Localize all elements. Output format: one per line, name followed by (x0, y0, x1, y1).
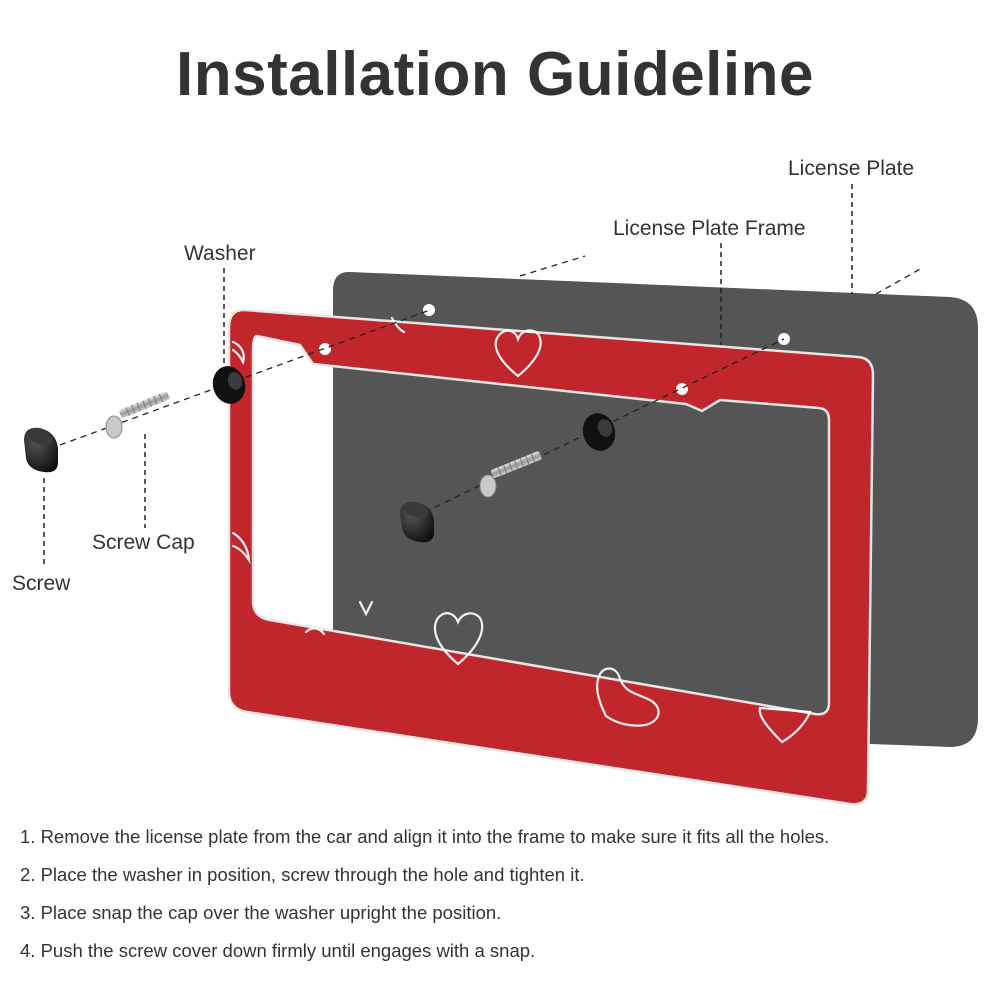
frame-hole-left (319, 343, 331, 355)
guide-line-right-extension (875, 267, 923, 295)
step-2: 2. Place the washer in position, screw t… (20, 864, 585, 885)
washer-left (212, 366, 246, 404)
heart-pattern (390, 316, 406, 334)
label-license-plate: License Plate (788, 157, 914, 180)
label-washer: Washer (184, 242, 256, 265)
frame-hole-right (676, 383, 688, 395)
page-title: Installation Guideline (176, 40, 814, 109)
screw-left (105, 391, 170, 439)
right-hardware-set (400, 413, 616, 543)
step-4: 4. Push the screw cover down firmly unti… (20, 940, 536, 961)
heart-pattern (433, 612, 484, 666)
screw-cover-right (400, 501, 434, 543)
label-license-plate-frame: License Plate Frame (613, 217, 806, 240)
washer-right (582, 413, 616, 451)
heart-pattern (596, 667, 660, 727)
heart-pattern (494, 329, 542, 378)
left-hardware-set (24, 366, 246, 473)
heart-pattern (231, 340, 245, 365)
heart-pattern (358, 600, 374, 617)
label-screw: Screw (12, 572, 71, 595)
step-1: 1. Remove the license plate from the car… (20, 826, 830, 847)
heart-pattern (231, 531, 251, 565)
step-3: 3. Place snap the cap over the washer up… (20, 902, 502, 923)
license-plate-frame (227, 308, 875, 806)
screw-cover-left (24, 427, 58, 473)
heart-pattern (758, 706, 812, 744)
label-screw-cap: Screw Cap (92, 531, 195, 554)
installation-steps: 1. Remove the license plate from the car… (20, 818, 829, 970)
plate-hole-left (423, 304, 435, 316)
heart-pattern (304, 627, 326, 636)
guide-line-left-extension (519, 255, 586, 277)
screw-right (479, 451, 542, 498)
